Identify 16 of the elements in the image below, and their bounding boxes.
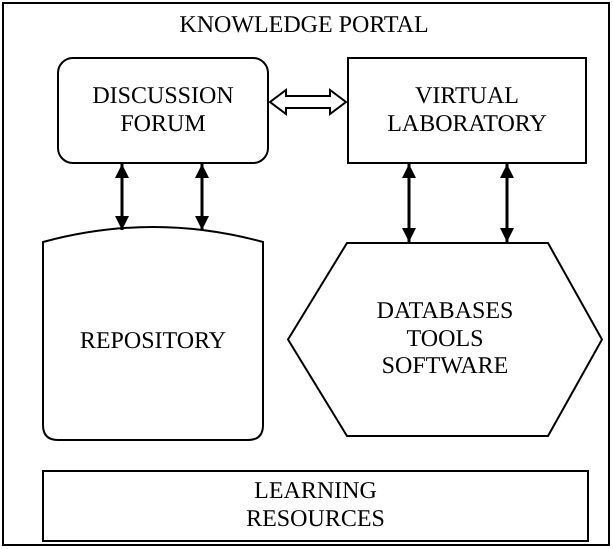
node-label: VIRTUAL LABORATORY [386, 82, 548, 138]
node-label: REPOSITORY [80, 328, 226, 356]
rounded-box [57, 57, 269, 164]
hexagon-shape [287, 242, 603, 437]
node-label: DISCUSSION FORUM [91, 82, 235, 138]
node-label: DATABASES TOOLS SOFTWARE [376, 298, 514, 381]
storage-shape [42, 226, 264, 441]
arrow [195, 164, 209, 230]
node-label: LEARNING RESOURCES [245, 478, 386, 534]
process-box [42, 470, 589, 542]
arrow [500, 164, 514, 242]
arrow [115, 164, 129, 230]
frame-title: KNOWLEDGE PORTAL [178, 12, 430, 40]
arrow [402, 164, 416, 242]
double-arrow [268, 88, 348, 116]
process-box [347, 57, 587, 164]
